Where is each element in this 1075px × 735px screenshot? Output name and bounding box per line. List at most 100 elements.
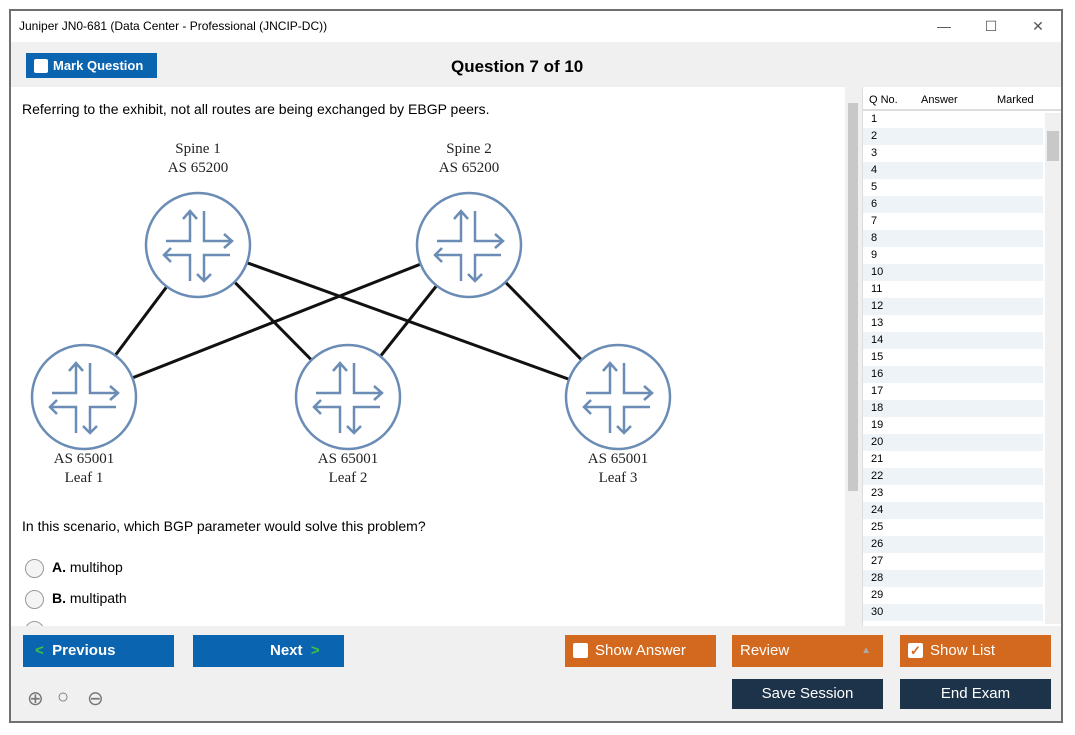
router-arrows-icon bbox=[48, 361, 120, 435]
router-arrows-icon bbox=[312, 361, 384, 435]
node-label: Spine 1 bbox=[175, 141, 220, 157]
question-prompt: In this scenario, which BGP parameter wo… bbox=[22, 518, 426, 534]
option-a-text: multihop bbox=[69, 559, 123, 575]
next-button[interactable]: Next > bbox=[193, 635, 344, 667]
review-dropdown[interactable]: Review▲ bbox=[732, 635, 883, 667]
checkmark-icon: ✓ bbox=[908, 643, 923, 658]
list-row[interactable]: 9 bbox=[871, 249, 878, 261]
checkbox-icon bbox=[573, 643, 588, 658]
router-icon bbox=[30, 343, 138, 451]
radio-a[interactable] bbox=[25, 558, 44, 578]
window-title: Juniper JN0-681 (Data Center - Professio… bbox=[19, 19, 328, 33]
option-b-text: multipath bbox=[69, 590, 127, 606]
previous-button[interactable]: < Previous bbox=[23, 635, 174, 667]
chevron-left-icon: < bbox=[35, 642, 44, 659]
list-row[interactable]: 10 bbox=[863, 264, 1043, 281]
scroll-thumb[interactable] bbox=[848, 103, 858, 491]
list-row[interactable]: 30 bbox=[863, 604, 1043, 621]
list-row[interactable]: 20 bbox=[863, 434, 1043, 451]
list-row[interactable]: 21 bbox=[871, 453, 884, 465]
router-arrows-icon bbox=[582, 361, 654, 435]
checkbox-icon bbox=[34, 59, 48, 73]
maximize-button[interactable]: ☐ bbox=[984, 18, 998, 34]
list-row[interactable]: 17 bbox=[871, 385, 884, 397]
show-list-label: Show List bbox=[930, 642, 996, 659]
list-row[interactable]: 12 bbox=[863, 298, 1043, 315]
save-session-button[interactable]: Save Session bbox=[732, 679, 883, 709]
list-scrollbar[interactable] bbox=[1045, 113, 1061, 624]
list-row[interactable]: 19 bbox=[871, 419, 884, 431]
list-row[interactable]: 7 bbox=[871, 215, 878, 227]
list-row[interactable]: 28 bbox=[863, 570, 1043, 587]
list-row[interactable]: 13 bbox=[871, 317, 884, 329]
node-label: Leaf 3 bbox=[599, 470, 638, 486]
router-icon bbox=[294, 343, 402, 451]
bottom-bar: < Previous Next > Show Answer Review▲ ✓ S… bbox=[11, 626, 1061, 723]
zoom-reset-icon[interactable]: ○ bbox=[57, 686, 70, 708]
option-b[interactable]: B. multipath bbox=[25, 588, 127, 609]
router-arrows-icon bbox=[433, 209, 505, 283]
minimize-button[interactable]: — bbox=[937, 18, 951, 34]
list-header: Q No. Answer Marked bbox=[863, 87, 1061, 111]
list-row[interactable]: 29 bbox=[871, 589, 884, 601]
list-row[interactable]: 16 bbox=[863, 366, 1043, 383]
router-icon bbox=[415, 191, 523, 299]
option-a-letter: A. bbox=[52, 559, 66, 575]
zoom-out-icon[interactable]: ⊖ bbox=[87, 688, 104, 710]
zoom-in-icon[interactable]: ⊕ bbox=[27, 688, 44, 710]
list-row[interactable]: 8 bbox=[863, 230, 1043, 247]
title-bar: Juniper JN0-681 (Data Center - Professio… bbox=[11, 11, 1061, 42]
next-label: Next bbox=[270, 642, 303, 659]
exhibit-diagram: Spine 1 AS 65200 Spine 2 AS 65200 AS 65001Le… bbox=[30, 141, 672, 486]
show-answer-button[interactable]: Show Answer bbox=[565, 635, 716, 667]
option-c-partial[interactable] bbox=[25, 619, 52, 626]
mark-question-button[interactable]: Mark Question bbox=[26, 53, 157, 78]
option-b-letter: B. bbox=[52, 590, 66, 606]
list-scroll-thumb[interactable] bbox=[1047, 131, 1059, 161]
node-label: AS 65001 bbox=[318, 451, 378, 467]
list-row[interactable]: 24 bbox=[863, 502, 1043, 519]
router-icon bbox=[144, 191, 252, 299]
node-label: Leaf 1 bbox=[65, 470, 104, 486]
list-row[interactable]: 11 bbox=[871, 283, 883, 295]
link-line bbox=[83, 243, 470, 399]
show-list-button[interactable]: ✓ Show List bbox=[900, 635, 1051, 667]
question-intro: Referring to the exhibit, not all routes… bbox=[22, 101, 490, 117]
mark-question-label: Mark Question bbox=[53, 58, 144, 73]
node-label: Spine 2 bbox=[446, 141, 491, 157]
toolbar: Mark Question Question 7 of 10 bbox=[11, 42, 1061, 87]
node-label: AS 65001 bbox=[54, 451, 114, 467]
list-row[interactable]: 4 bbox=[863, 162, 1043, 179]
list-row[interactable]: 2 bbox=[863, 128, 1043, 145]
content-scrollbar[interactable] bbox=[846, 87, 860, 626]
radio-b[interactable] bbox=[25, 589, 44, 609]
list-row[interactable]: 23 bbox=[871, 487, 884, 499]
show-answer-label: Show Answer bbox=[595, 642, 686, 659]
list-row[interactable]: 6 bbox=[863, 196, 1043, 213]
question-counter: Question 7 of 10 bbox=[451, 57, 584, 76]
app-window: Juniper JN0-681 (Data Center - Professio… bbox=[9, 9, 1063, 723]
end-exam-button[interactable]: End Exam bbox=[900, 679, 1051, 709]
router-icon bbox=[564, 343, 672, 451]
option-a[interactable]: A. multihop bbox=[25, 557, 123, 578]
node-label: Leaf 2 bbox=[329, 470, 368, 486]
list-row[interactable]: 18 bbox=[863, 400, 1043, 417]
node-label: AS 65200 bbox=[439, 160, 499, 176]
question-panel: Referring to the exhibit, not all routes… bbox=[11, 87, 845, 626]
list-row[interactable]: 3 bbox=[871, 147, 878, 159]
list-row[interactable]: 22 bbox=[863, 468, 1043, 485]
list-row[interactable]: 15 bbox=[871, 351, 884, 363]
previous-label: Previous bbox=[52, 642, 116, 659]
close-button[interactable]: ✕ bbox=[1032, 18, 1044, 34]
header-qno: Q No. bbox=[869, 94, 898, 106]
list-row[interactable]: 26 bbox=[863, 536, 1043, 553]
list-row[interactable]: 14 bbox=[863, 332, 1043, 349]
node-label: AS 65200 bbox=[168, 160, 228, 176]
list-row[interactable]: 5 bbox=[871, 181, 878, 193]
list-row[interactable]: 1 bbox=[871, 113, 878, 125]
header-answer: Answer bbox=[921, 94, 958, 106]
list-row[interactable]: 27 bbox=[871, 555, 884, 567]
list-row[interactable]: 25 bbox=[871, 521, 884, 533]
router-arrows-icon bbox=[162, 209, 234, 283]
